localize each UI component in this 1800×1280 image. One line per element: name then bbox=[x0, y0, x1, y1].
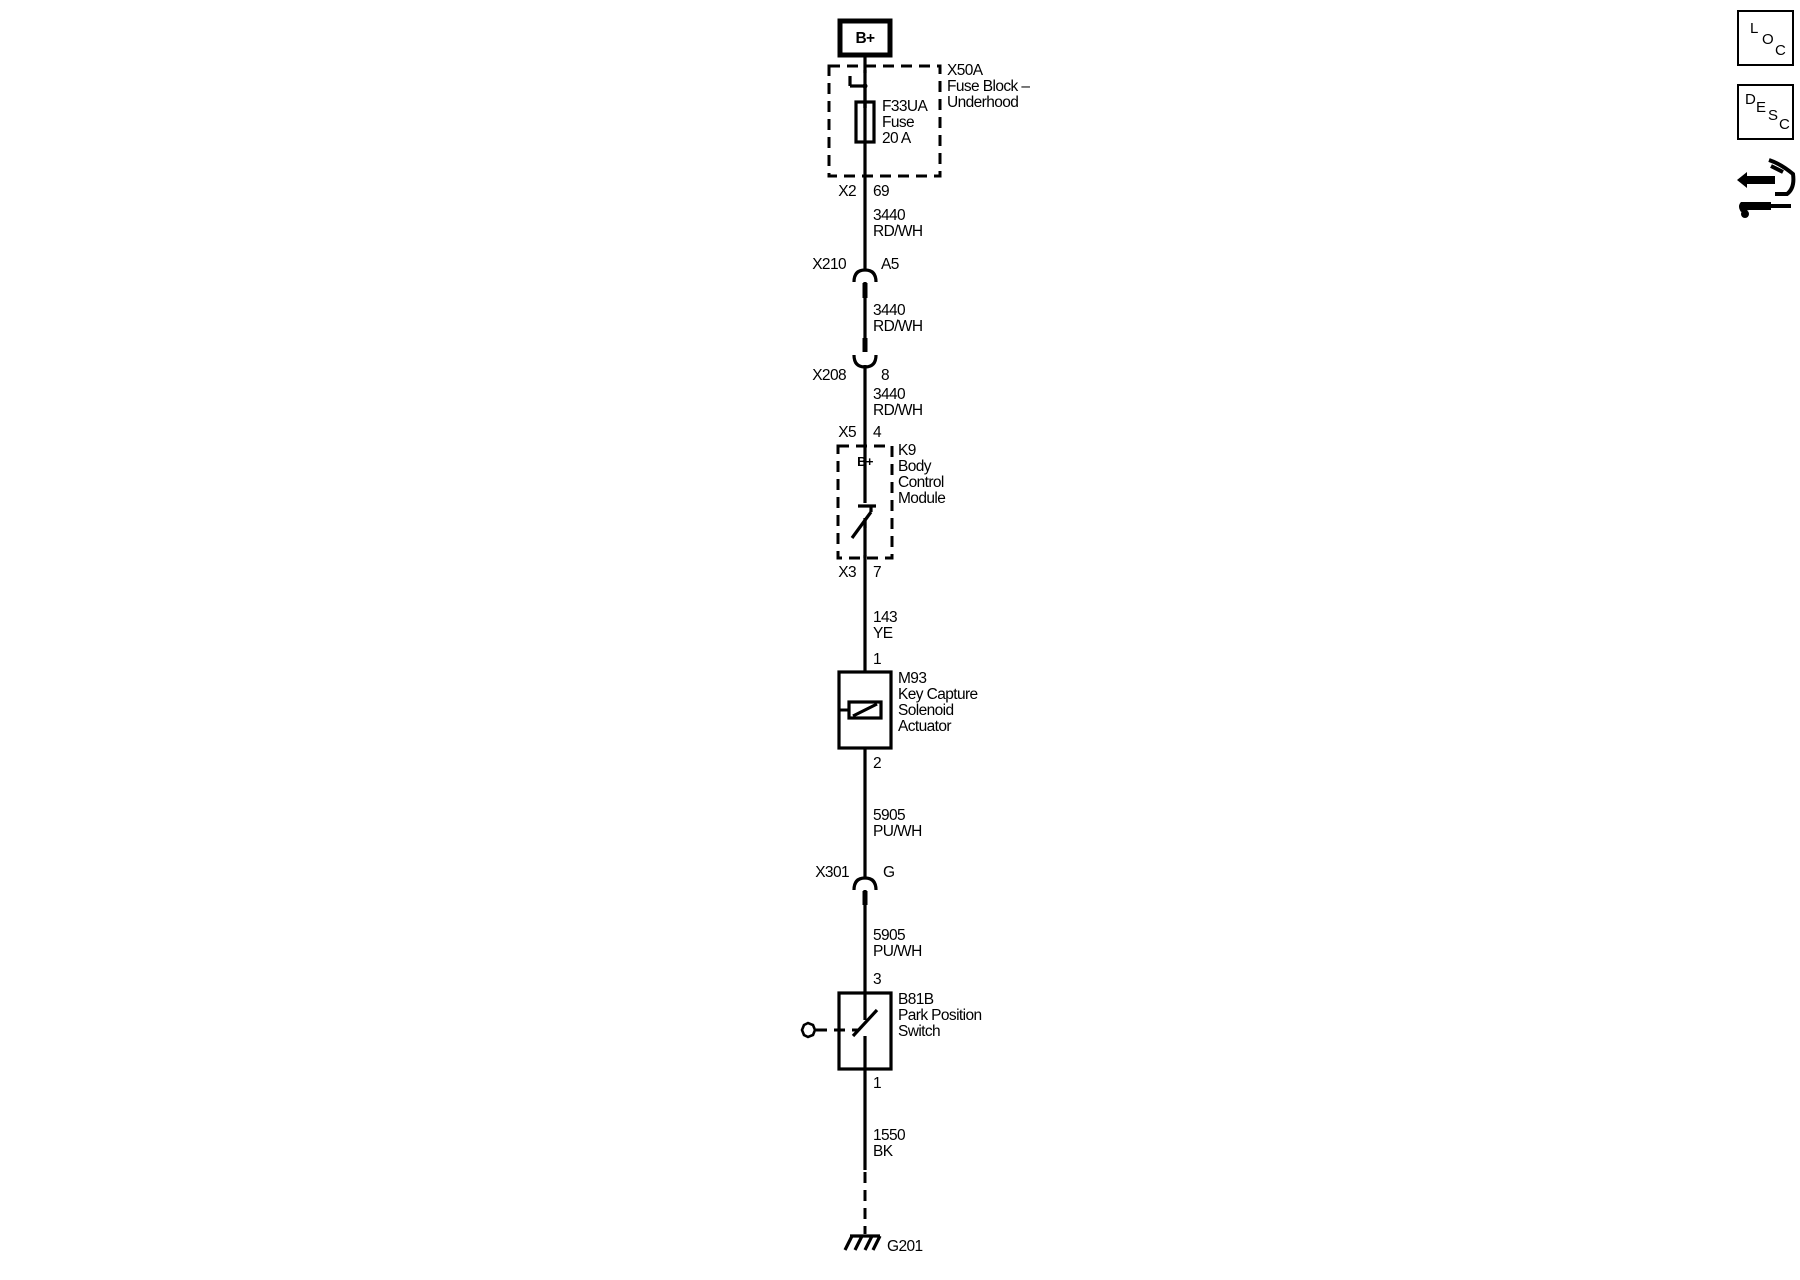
body-control-module-k9: X5 4 B+ K9 Body Control Module X3 7 bbox=[836, 424, 946, 581]
connector-pin: 8 bbox=[881, 367, 889, 384]
mechanical-actuator-icon bbox=[800, 1021, 817, 1039]
desc-letter-c: C bbox=[1779, 116, 1790, 133]
wire-circuit: 143 bbox=[873, 609, 897, 626]
inline-connector-x208: X208 8 bbox=[812, 338, 890, 384]
loc-button[interactable]: L O C bbox=[1737, 10, 1794, 66]
wire-color: PU/WH bbox=[873, 823, 922, 840]
connector-ref: X208 bbox=[812, 367, 846, 384]
fuse-block-connector: X2 bbox=[838, 183, 856, 200]
fuse-name: Fuse bbox=[882, 114, 914, 131]
battery-power-source: B+ bbox=[837, 18, 893, 58]
wire-circuit: 3440 bbox=[873, 207, 906, 224]
bcm-out-connector: X3 bbox=[838, 564, 856, 581]
bcm-out-pin: 7 bbox=[873, 564, 881, 581]
wire-circuit: 3440 bbox=[873, 386, 906, 403]
fuse-block-x50a: X50A Fuse Block – Underhood F33UA Fuse 2… bbox=[827, 62, 1031, 200]
loc-letter-l: L bbox=[1750, 20, 1759, 37]
switch-pin-bottom: 1 bbox=[873, 1075, 881, 1092]
bcm-name-line2: Control bbox=[898, 474, 944, 491]
solenoid-name-line1: Key Capture bbox=[898, 686, 978, 703]
loc-letter-c: C bbox=[1775, 42, 1786, 59]
power-label: B+ bbox=[855, 30, 875, 47]
connector-tool-button[interactable] bbox=[1735, 154, 1797, 224]
solenoid-ref: M93 bbox=[898, 670, 926, 687]
wire-color: RD/WH bbox=[873, 318, 923, 335]
bcm-in-pin: 4 bbox=[873, 424, 882, 441]
wire-circuit: 3440 bbox=[873, 302, 906, 319]
wire-circuit: 1550 bbox=[873, 1127, 906, 1144]
switch-name-line1: Park Position bbox=[898, 1007, 982, 1024]
bcm-name-line1: Body bbox=[898, 458, 932, 475]
solenoid-name-line3: Actuator bbox=[898, 718, 951, 735]
wire-color: YE bbox=[873, 625, 893, 642]
desc-letter-e: E bbox=[1756, 99, 1767, 116]
connector-ref: X301 bbox=[815, 864, 849, 881]
bcm-ref: K9 bbox=[898, 442, 916, 459]
bcm-name-line3: Module bbox=[898, 490, 945, 507]
connector-ref: X210 bbox=[812, 256, 847, 273]
desc-letter-s: S bbox=[1768, 107, 1779, 124]
solenoid-pin-top: 1 bbox=[873, 651, 881, 668]
key-capture-solenoid-m93: 1 M93 Key Capture Solenoid Actuator 2 bbox=[837, 651, 978, 772]
wire-color: BK bbox=[873, 1143, 894, 1160]
desc-button[interactable]: D E S C bbox=[1737, 84, 1794, 140]
wire-circuit: 5905 bbox=[873, 927, 905, 944]
fuse-block-name-line2: Underhood bbox=[947, 94, 1018, 111]
loc-letter-o: O bbox=[1762, 31, 1774, 48]
solenoid-pin-bottom: 2 bbox=[873, 755, 881, 772]
fuse-block-name-line1: Fuse Block – bbox=[947, 78, 1030, 95]
bcm-supply-label: B+ bbox=[857, 454, 874, 469]
fuse-block-pin: 69 bbox=[873, 183, 889, 200]
connector-tool-icon bbox=[1737, 158, 1796, 218]
wire-circuit: 5905 bbox=[873, 807, 905, 824]
switch-name-line2: Switch bbox=[898, 1023, 940, 1040]
fuse-rating: 20 A bbox=[882, 130, 912, 147]
wire-labels: 3440 RD/WH 3440 RD/WH 3440 RD/WH 143 YE … bbox=[873, 207, 923, 1160]
desc-letter-d: D bbox=[1745, 91, 1756, 108]
fuse-ref: F33UA bbox=[882, 98, 929, 115]
bcm-in-connector: X5 bbox=[838, 424, 856, 441]
connector-pin: A5 bbox=[881, 256, 899, 273]
ground-ref: G201 bbox=[887, 1238, 923, 1255]
solenoid-name-line2: Solenoid bbox=[898, 702, 954, 719]
wire-color: RD/WH bbox=[873, 223, 923, 240]
inline-connector-x301: X301 G bbox=[815, 864, 895, 905]
ground-g201: G201 bbox=[843, 1172, 923, 1255]
fuse-block-ref: X50A bbox=[947, 62, 984, 79]
connector-pin: G bbox=[883, 864, 894, 881]
switch-ref: B81B bbox=[898, 991, 934, 1008]
wire-color: PU/WH bbox=[873, 943, 922, 960]
park-position-switch-b81b: 3 B81B Park Position Switch 1 bbox=[800, 971, 982, 1092]
wire-color: RD/WH bbox=[873, 402, 923, 419]
inline-connector-x210: X210 A5 bbox=[812, 256, 899, 298]
switch-pin-top: 3 bbox=[873, 971, 881, 988]
